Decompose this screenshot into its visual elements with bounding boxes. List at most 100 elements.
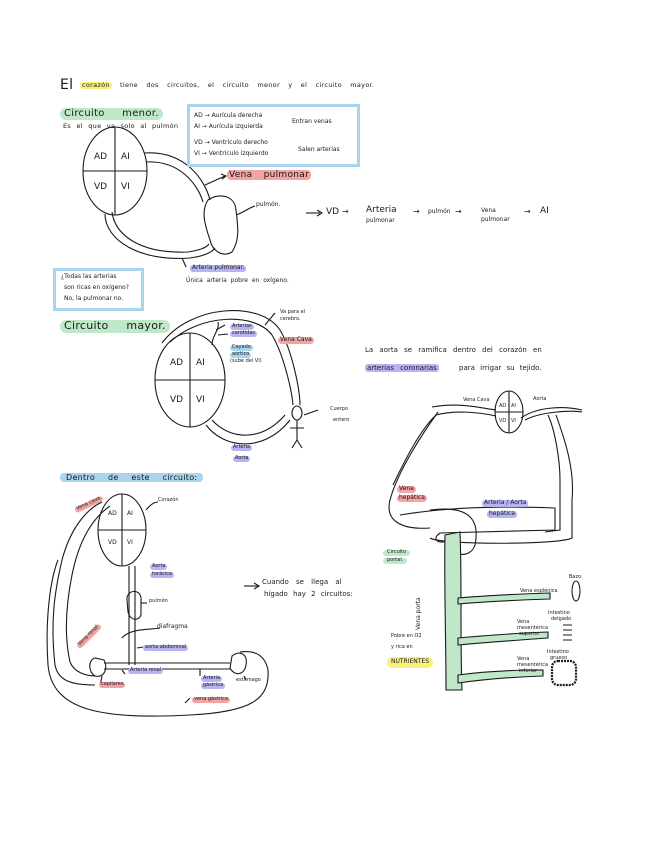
hep-circuito-portal: Circuito [383,549,411,556]
chamber-label-vi-mayor: VI [196,395,205,405]
dentro-chamber-ad: AD [108,510,117,517]
legend-line-ai: AI → Aurícula izquierda [194,123,263,130]
hep-mesenterica-sup-2: mesentérica [517,625,549,631]
vena-esplenica-branch [457,592,551,605]
label-pulmon-menor: pulmón. [256,201,281,208]
higado-note-line-1: Cuando se llega al [262,578,342,586]
label-va-cerebro: Va para el [280,309,306,315]
hep-aorta: Aorta [533,396,547,402]
vena-porta-trunk [444,531,463,691]
circuito-menor-subtitle: Es el que va solo al pulmón [63,122,179,130]
label-cayado-aortico: aórtico [230,351,252,358]
dentro-arteria-renal: Arteria renal [128,667,164,674]
chamber-label-ad-mayor: AD [170,358,184,368]
chamber-label-ai: AI [121,152,130,162]
legend-line-vi: VI → Ventrículo izquierdo [194,150,269,157]
question-answer: No, la pulmonar no. [64,295,124,302]
label-arterias-carotidas: Arterias [230,323,254,330]
arteria-pulmonar-note: Única arteria pobre en oxígeno. [186,277,289,284]
hep-chamber-vi: VI [511,418,516,424]
hep-mesenterica-sup: Vena [517,619,530,625]
hep-chamber-ai: AI [511,403,516,409]
label-cuerpo: Cuerpo [330,406,349,412]
vessel-arteria-pulmonar [104,213,216,260]
label-vena-pulmonar: Vena pulmonar [227,170,312,181]
flow-vd: VD [326,207,340,217]
vessel-aorta-loop [161,310,301,406]
dentro-arteria-gastrica-2: gástrica [201,682,226,689]
legend-salen-arterias: Salen arterias [298,146,340,153]
higado-note-line-2: hígado hay 2 circuitos: [264,590,353,598]
hep-chamber-ad: AD [499,403,507,409]
dentro-aorta-toracica-2: torácica [150,571,175,578]
intro-text: tiene dos circuitos, el circuito menor y… [120,81,375,89]
hep-mesenterica-inf: Vena [517,656,530,662]
hep-vena-porta: Vena porta [415,597,422,630]
hep-vena-hepatica: Vena [397,485,416,493]
label-arterias-carotidas-2: carótidas [230,330,258,337]
hep-vena-hepatica-2: hepática [397,494,427,502]
dentro-chamber-vd: VD [108,539,117,546]
label-arteria-aorta-2: Aorta [233,455,251,462]
dentro-vena-gastrica: vena gástrica [192,696,230,703]
flow-arteria-pulmonar: pulmonar [366,217,395,224]
dentro-diafragma: diafragma [157,623,188,630]
liver-outline [399,506,556,543]
circuito-menor-title: Circuito menor. [60,108,163,120]
hep-intestino-delgado: Intestino [548,610,570,616]
dentro-capilares: capilares [99,681,126,688]
flow-vena: Vena [481,207,496,214]
legend-entran-venas: Entran venas [292,118,332,125]
label-cayado: Cayado [230,344,253,351]
chamber-label-ad: AD [94,152,108,162]
question-box: ¿Todas las arterias son ricas en oxígeno… [53,268,144,311]
label-cuerpo-entero: entero [333,417,350,423]
legend-line-vd: VD → Ventrículo derecho [194,139,268,146]
label-arteria-pulmonar: Arteria pulmonar. [190,264,247,272]
hep-y-rica: y rica en [391,644,413,650]
vena-mesenterica-sup-branch [457,631,549,646]
dentro-chamber-ai: AI [127,510,133,517]
hep-circuito-portal-2: portal. [383,557,408,564]
label-cayado-note: (sube del VI) [230,358,262,364]
coronarias-line-2: para irrigar su tejido. [459,364,542,372]
chamber-legend-box: AD → Aurícula derecha AI → Aurícula izqu… [187,104,360,167]
hep-intestino-grueso-2: grueso [550,655,568,661]
hep-pobre-o2: Pobre en O2 [391,633,422,639]
hep-intestino-grueso: Intestino [547,649,569,655]
hep-chamber-vd: VD [499,418,507,424]
dentro-circuito-title: Dentro de este circuito: [60,473,204,483]
dentro-chamber-vi: VI [127,539,133,546]
question-line-2: son ricas en oxígeno? [64,284,129,291]
chamber-label-ai-mayor: AI [196,358,205,368]
dentro-aorta-toracica: Aorta [150,563,168,570]
flow-arteria: Arteria [366,205,397,215]
dentro-arteria-gastrica: Arteria [201,675,223,682]
hep-arteria-hepatica: Arteria / Aorta [482,499,529,507]
circuito-mayor-title: Circuito mayor. [60,319,170,333]
hep-bazo: Bazo [569,574,582,580]
question-line-1: ¿Todas las arterias [61,273,117,280]
hep-vena-cava: Vena Cava [463,397,490,403]
label-va-cerebro-2: cerebro. [280,316,301,322]
legend-line-ad: AD → Aurícula derecha [194,112,263,119]
intro-highlight-corazon: corazón [80,81,112,90]
coronarias-highlight: arterias coronarias [365,364,439,373]
hep-mesenterica-sup-3: superior [519,631,540,637]
vessel-vena-pulmonar [143,152,211,201]
hep-mesenterica-inf-3: inferior [519,668,537,674]
flow-pulmon: pulmón [428,208,451,215]
chamber-label-vi: VI [121,182,130,192]
dentro-corazon: Corazón [158,497,179,503]
label-vena-cava-mayor: Vena Cava [278,336,314,344]
hep-arteria-hepatica-2: hepática [487,510,517,518]
hep-nutrientes: NUTRIENTES [387,657,434,668]
intro-prefix: El [60,77,74,93]
lung-menor [203,195,239,255]
dentro-estomago: estómago [236,677,261,683]
hep-vena-esplenica: Vena esplénica [520,588,558,594]
vena-mesenterica-inf-branch [457,669,544,684]
flow-ai: AI [540,206,549,216]
hep-mesenterica-inf-2: mesentérica [517,662,549,668]
